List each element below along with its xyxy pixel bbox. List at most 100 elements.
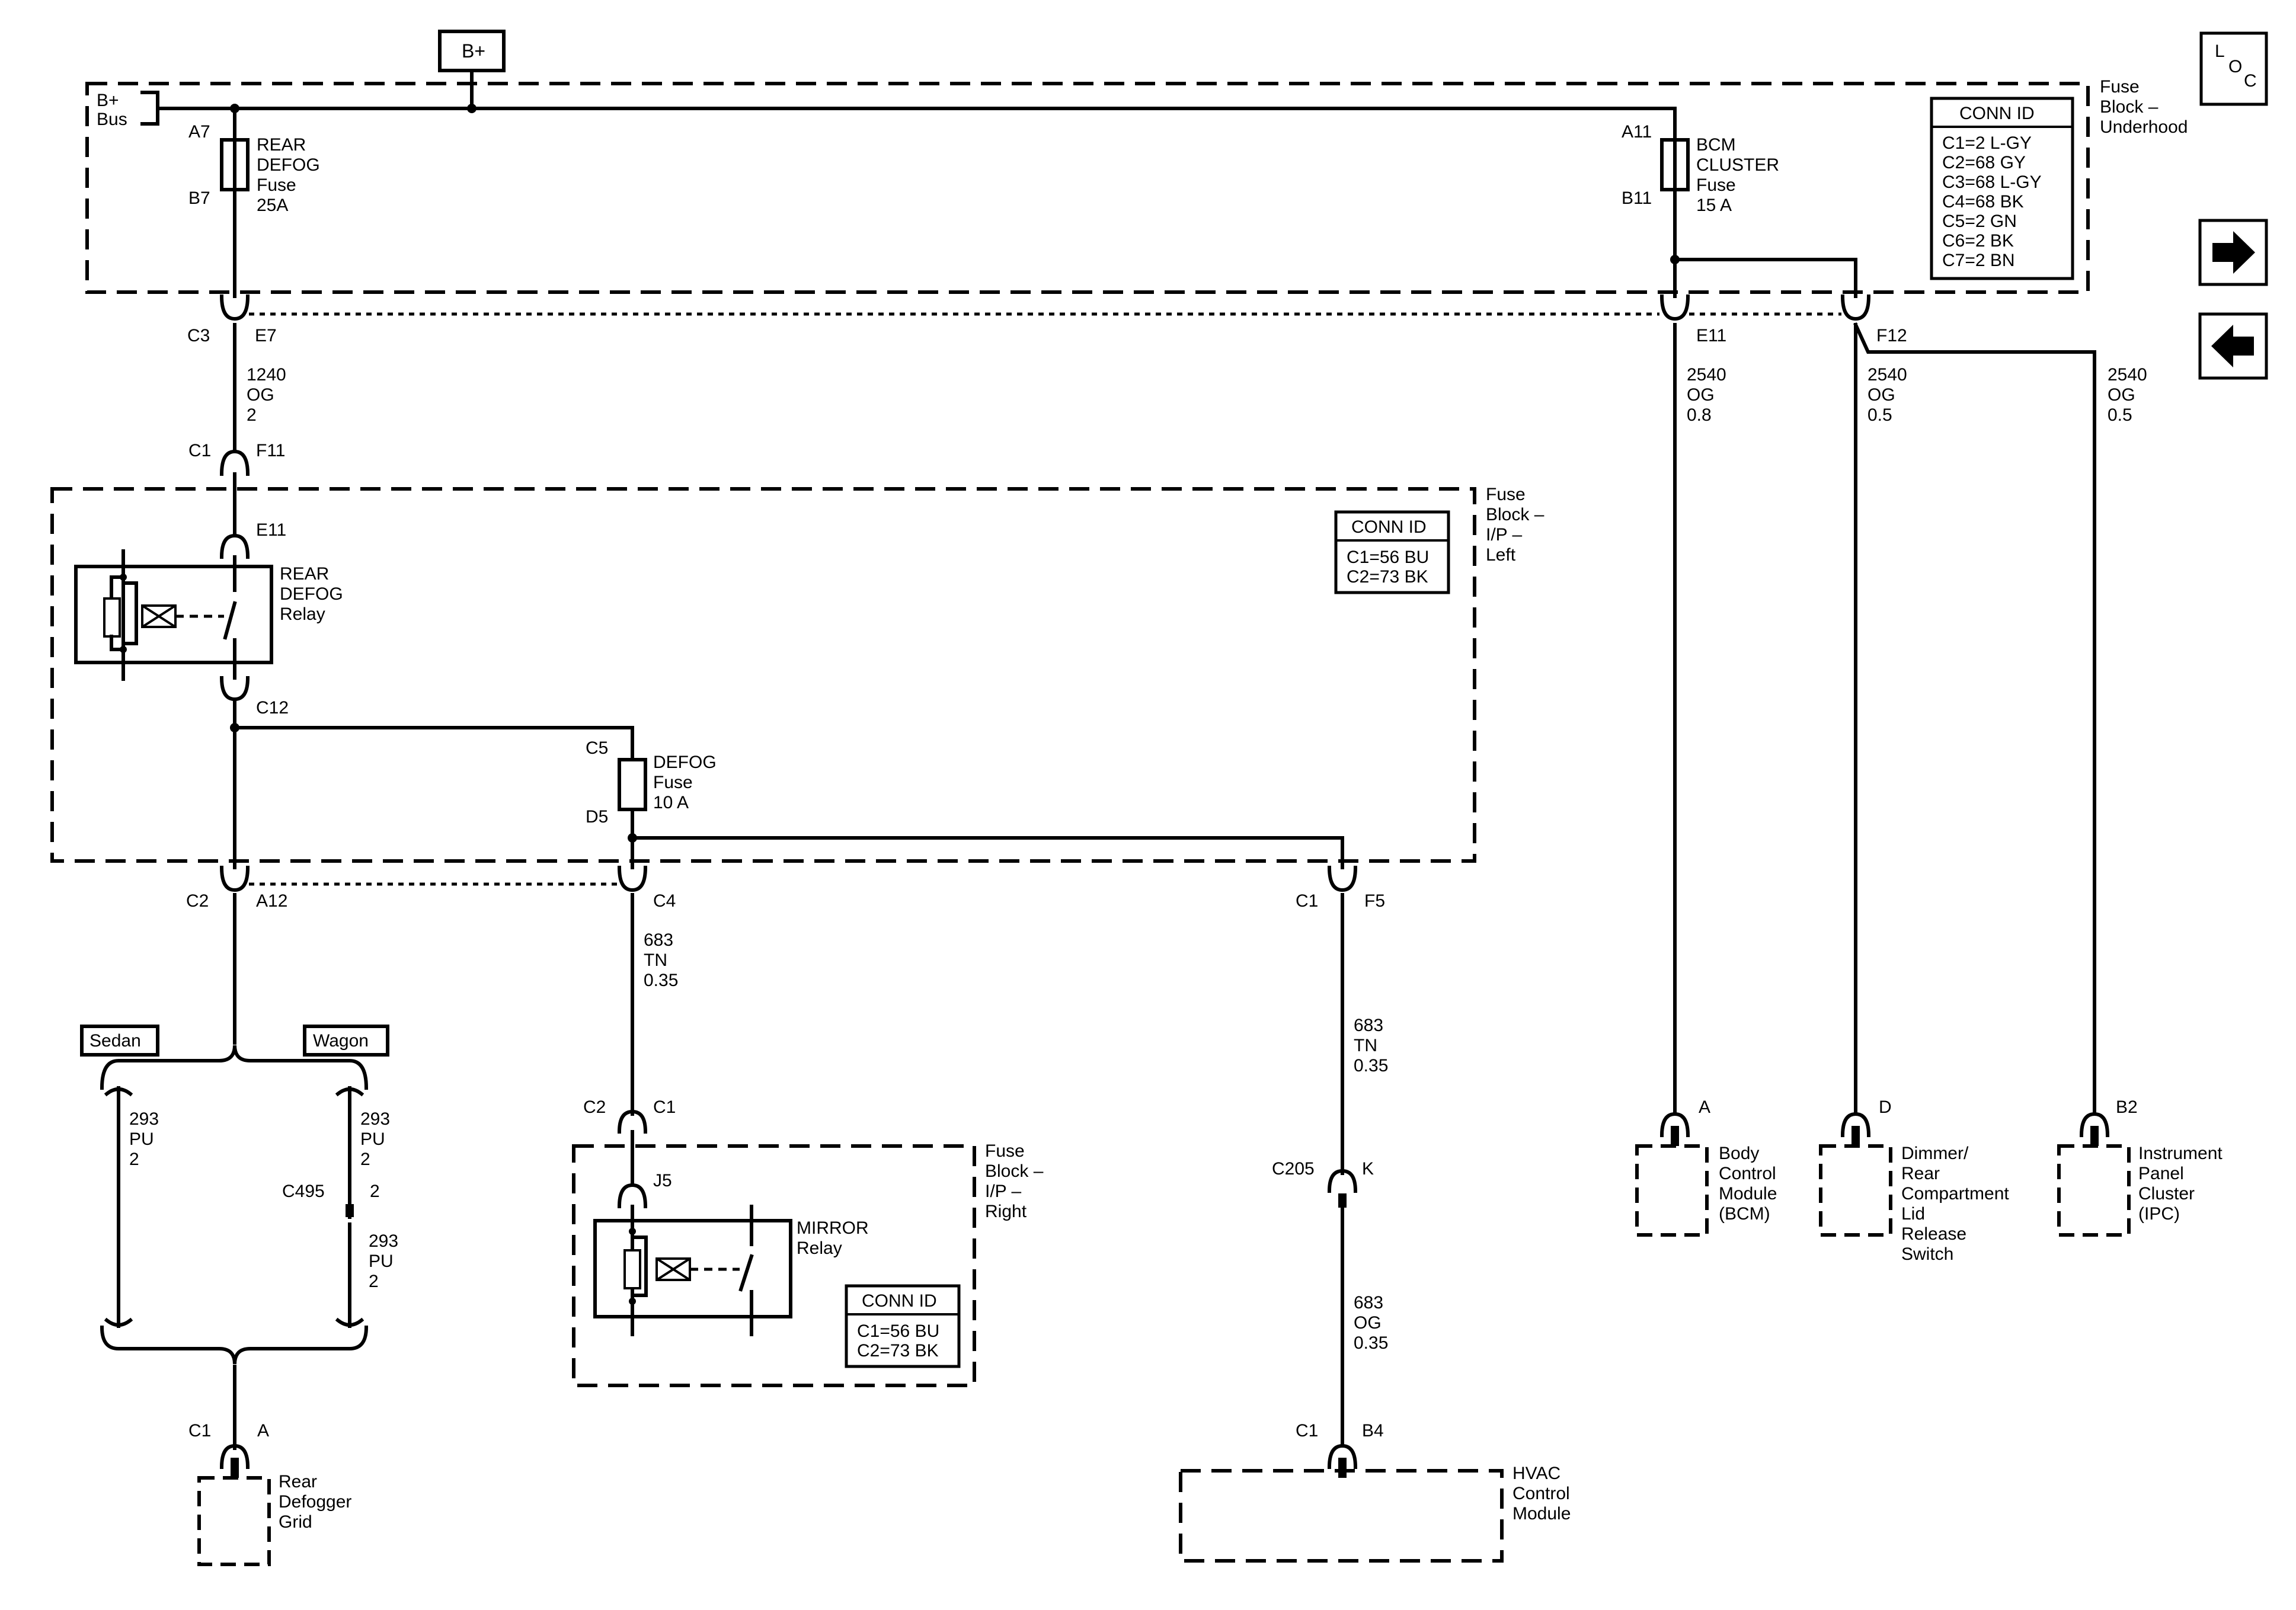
svg-text:Control: Control <box>1512 1484 1570 1503</box>
svg-text:CLUSTER: CLUSTER <box>1696 155 1779 175</box>
mirror-relay-label: MIRROR Relay <box>797 1218 869 1258</box>
svg-text:C3=68 L-GY: C3=68 L-GY <box>1942 172 2042 192</box>
svg-text:Cluster: Cluster <box>2138 1184 2195 1204</box>
hvac-pin: B4 <box>1362 1421 1384 1441</box>
svg-text:C1=2 L-GY: C1=2 L-GY <box>1942 133 2032 153</box>
connector-f12 <box>1840 294 2096 1116</box>
mirror-relay-pin: J5 <box>653 1171 672 1190</box>
inline-c205-pin: K <box>1362 1159 1374 1179</box>
svg-text:Compartment: Compartment <box>1901 1184 2009 1204</box>
rear-defog-fuse-top-pin: A7 <box>188 122 210 142</box>
connector-c4-pin: C4 <box>653 891 676 911</box>
svg-text:Fuse: Fuse <box>1486 485 1526 504</box>
bcm-cluster-fuse-label: BCM CLUSTER Fuse 15 A <box>1696 135 1779 215</box>
wire-293-sedan-label: 293 PU 2 <box>129 1109 159 1169</box>
svg-text:2540: 2540 <box>1687 365 1726 385</box>
svg-text:OG: OG <box>1868 385 1895 405</box>
svg-text:15 A: 15 A <box>1696 196 1732 215</box>
arrow-left-icon[interactable] <box>2198 312 2268 380</box>
inline-c205-label: C205 <box>1272 1159 1315 1179</box>
svg-text:Control: Control <box>1719 1164 1776 1183</box>
mirror-relay <box>593 1205 792 1336</box>
underhood-conn-id-table: CONN ID C1=2 L-GY C2=68 GY C3=68 L-GY C4… <box>1930 97 2074 280</box>
svg-text:Relay: Relay <box>797 1238 842 1258</box>
svg-text:Grid: Grid <box>279 1512 312 1532</box>
svg-text:683: 683 <box>1354 1016 1383 1035</box>
svg-text:Module: Module <box>1719 1184 1777 1204</box>
rear-defogger-grid-connector: C1 <box>188 1421 211 1441</box>
b-plus-tag-label: B+ <box>462 40 485 62</box>
rear-defogger-grid-pin: A <box>257 1421 269 1441</box>
svg-text:(BCM): (BCM) <box>1719 1204 1770 1224</box>
svg-text:Fuse: Fuse <box>2100 77 2140 97</box>
connector-e11 <box>1659 294 1690 1116</box>
svg-text:Dimmer/: Dimmer/ <box>1901 1144 1969 1163</box>
svg-text:C1=56 BU: C1=56 BU <box>857 1321 939 1341</box>
svg-text:293: 293 <box>360 1109 390 1129</box>
dimmer-switch-label: Dimmer/ Rear Compartment Lid Release Swi… <box>1901 1144 2009 1264</box>
svg-text:B+: B+ <box>97 91 119 110</box>
svg-text:C2=68 GY: C2=68 GY <box>1942 153 2026 172</box>
svg-text:HVAC: HVAC <box>1512 1464 1560 1483</box>
wire-683-mirror-label: 683 TN 0.35 <box>644 930 678 990</box>
svg-text:CONN ID: CONN ID <box>1351 517 1427 537</box>
rear-defog-relay-label: REAR DEFOG Relay <box>280 564 343 624</box>
svg-text:C6=2 BK: C6=2 BK <box>1942 231 2014 251</box>
svg-text:0.5: 0.5 <box>1868 405 1892 425</box>
svg-text:OG: OG <box>1354 1313 1382 1333</box>
connector-f11-pin: F11 <box>256 441 285 460</box>
svg-text:REAR: REAR <box>257 135 306 155</box>
fuse-block-ip-left-outline <box>50 487 1476 863</box>
option-sedan-box <box>80 1025 159 1057</box>
ip-right-connector-c2: C2 <box>583 1097 606 1117</box>
bcm-cluster-fuse-top-pin: A11 <box>1622 122 1652 142</box>
svg-text:Instrument: Instrument <box>2138 1144 2223 1163</box>
svg-text:REAR: REAR <box>280 564 329 584</box>
hvac-control-module-label: HVAC Control Module <box>1512 1464 1571 1523</box>
rear-defogger-grid-label: Rear Defogger Grid <box>279 1472 351 1532</box>
rear-defogger-grid-box <box>197 1476 271 1566</box>
ipc-module-label: Instrument Panel Cluster (IPC) <box>2138 1144 2223 1224</box>
connector-c3-e7 <box>219 294 250 452</box>
arrow-right-icon[interactable] <box>2198 219 2268 286</box>
svg-text:683: 683 <box>1354 1293 1383 1313</box>
svg-text:2: 2 <box>129 1150 139 1169</box>
connector-e7-pin: E7 <box>255 326 277 345</box>
svg-text:PU: PU <box>129 1129 154 1149</box>
option-join-bottom <box>100 1325 369 1365</box>
svg-text:Block –: Block – <box>2100 97 2159 117</box>
location-icon[interactable]: L O C <box>2199 31 2268 106</box>
svg-text:OG: OG <box>1687 385 1715 405</box>
inline-c495-label: C495 <box>282 1182 325 1201</box>
fuse-block-underhood-outline <box>85 82 2090 294</box>
loc-letter-o: O <box>2228 57 2242 76</box>
svg-text:I/P –: I/P – <box>1486 525 1522 545</box>
option-split-top <box>100 1045 369 1090</box>
wire-293-wagon-bottom-label: 293 PU 2 <box>369 1231 398 1291</box>
svg-text:Fuse: Fuse <box>257 175 296 195</box>
svg-text:TN: TN <box>1354 1036 1377 1055</box>
svg-text:Fuse: Fuse <box>985 1141 1025 1161</box>
svg-text:0.35: 0.35 <box>644 971 678 990</box>
svg-text:Bus: Bus <box>97 110 127 129</box>
svg-text:0.35: 0.35 <box>1354 1056 1388 1076</box>
wire-293-wagon-top-label: 293 PU 2 <box>360 1109 390 1169</box>
svg-text:Block –: Block – <box>985 1161 1044 1181</box>
fuse-block-ip-left-title: Fuse Block – I/P – Left <box>1486 485 1544 565</box>
svg-text:I/P –: I/P – <box>985 1182 1021 1201</box>
svg-text:Lid: Lid <box>1901 1204 1925 1224</box>
dimmer-switch-pin: D <box>1879 1097 1892 1117</box>
svg-text:293: 293 <box>129 1109 159 1129</box>
svg-text:CONN ID: CONN ID <box>1959 104 2035 123</box>
svg-text:2: 2 <box>360 1150 370 1169</box>
bcm-pin: A <box>1699 1097 1710 1117</box>
wire-2540-bcm-label: 2540 OG 0.8 <box>1687 365 1726 425</box>
rear-defog-relay <box>74 549 273 681</box>
svg-text:DEFOG: DEFOG <box>257 155 320 175</box>
fuse-block-ip-right-outline <box>572 1144 976 1387</box>
ip-left-conn-id-table: CONN ID C1=56 BU C2=73 BK <box>1334 510 1450 594</box>
connector-c2-a12 <box>219 865 250 1045</box>
bcm-cluster-fuse-bottom-pin: B11 <box>1622 188 1652 208</box>
ipc-module-box <box>2057 1144 2131 1237</box>
defog-fuse-bottom-pin: D5 <box>586 807 608 827</box>
